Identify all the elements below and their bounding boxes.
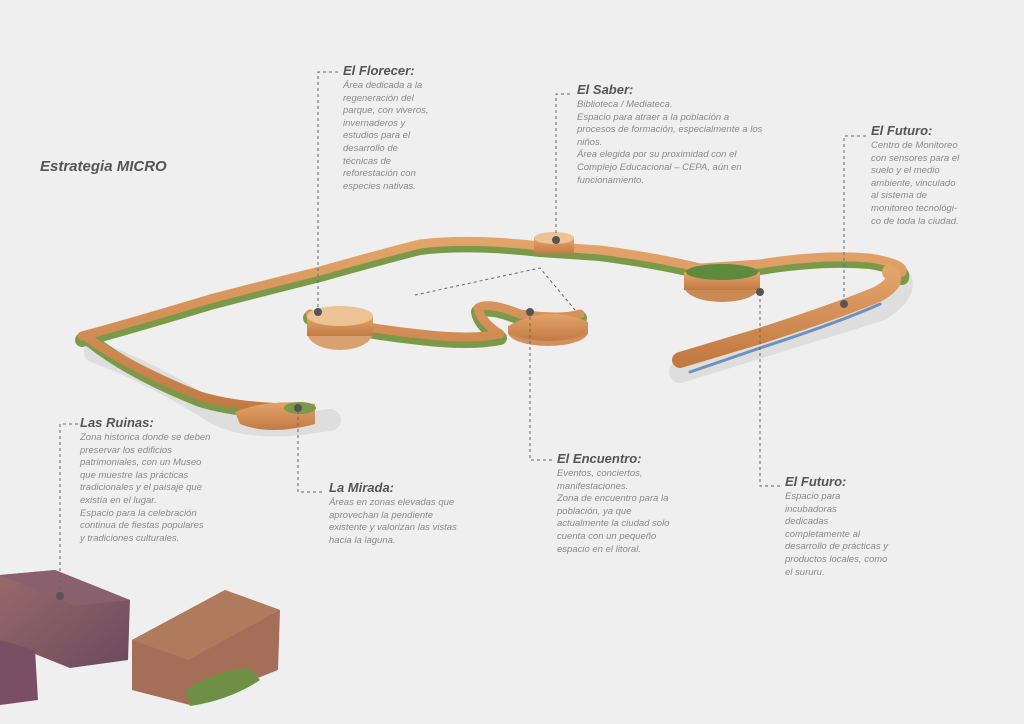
marker-ruinas	[56, 592, 64, 600]
annotation-heading: La Mirada:	[329, 480, 395, 495]
annotation-body: Eventos, conciertos,manifestaciones.Zona…	[557, 468, 670, 555]
markers	[56, 236, 848, 600]
marker-encuentro	[526, 308, 534, 316]
boardwalk	[75, 236, 910, 419]
leader-saber	[555, 93, 570, 238]
boardwalk-east-arm	[672, 264, 901, 368]
annotation-heading: El Futuro:	[871, 123, 933, 138]
leader-futuro-bottom	[759, 292, 780, 487]
annotation-las-ruinas: Las Ruinas: Zona histórica donde se debe…	[80, 415, 250, 545]
annotation-heading: El Florecer:	[343, 63, 415, 78]
pavilion-futuro-monitoring	[684, 264, 760, 302]
ruins-buildings	[0, 570, 280, 706]
annotation-heading: El Saber:	[577, 82, 634, 97]
marker-florecer	[314, 308, 322, 316]
leader-encuentro-loop	[414, 267, 576, 311]
marker-saber	[552, 236, 560, 244]
annotation-heading: El Futuro:	[785, 474, 847, 489]
pavilion-florecer	[307, 306, 373, 350]
annotation-el-saber: El Saber: Biblioteca / Mediateca.Espacio…	[577, 82, 807, 187]
leader-mirada	[297, 410, 322, 493]
boardwalk-east-arm-underside	[688, 302, 882, 374]
pavilions	[235, 232, 760, 430]
leader-florecer	[317, 71, 338, 312]
leader-futuro-top	[843, 135, 866, 302]
annotation-heading: El Encuentro:	[557, 451, 642, 466]
leader-encuentro	[529, 312, 552, 461]
annotation-body: Biblioteca / Mediateca.Espacio para atra…	[577, 99, 763, 186]
annotation-heading: Las Ruinas:	[80, 415, 154, 430]
annotation-el-encuentro: El Encuentro: Eventos, conciertos,manife…	[557, 451, 717, 556]
marker-futuro-top	[840, 300, 848, 308]
pavilion-encuentro	[508, 313, 588, 346]
marker-mirada	[294, 404, 302, 412]
marker-futuro-bottom	[756, 288, 764, 296]
leader-ruinas	[59, 423, 78, 596]
leader-lines	[59, 71, 866, 596]
strategy-title: Estrategia MICRO	[40, 158, 167, 175]
